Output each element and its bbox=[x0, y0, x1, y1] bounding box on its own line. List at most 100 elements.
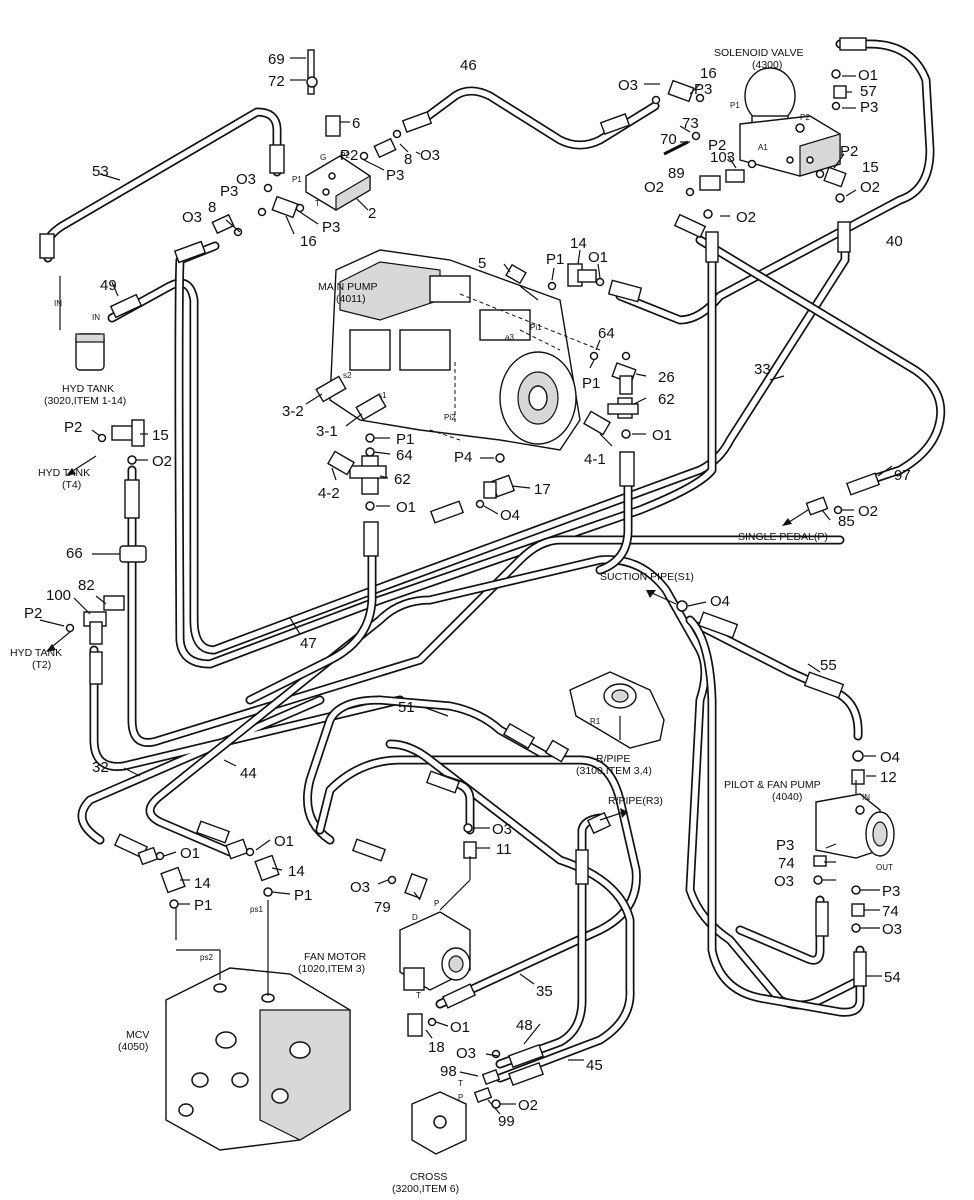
callout: 85 bbox=[838, 513, 855, 530]
callout: 69 bbox=[268, 51, 285, 68]
label-fan-motor-ref: (1020,ITEM 3) bbox=[298, 963, 365, 975]
callout: P3 bbox=[694, 81, 712, 98]
callout: 73 bbox=[682, 115, 699, 132]
callout: O3 bbox=[618, 77, 638, 94]
port-p1-sol: P1 bbox=[730, 101, 740, 110]
pipe-66 bbox=[127, 465, 845, 747]
label-pilot-fan-pump: PILOT & FAN PUMP bbox=[724, 779, 821, 791]
port-in-tank: IN bbox=[54, 299, 62, 308]
callout: P3 bbox=[220, 183, 238, 200]
callout: P1 bbox=[396, 431, 414, 448]
callout: P2 bbox=[64, 419, 82, 436]
callout: O2 bbox=[736, 209, 756, 226]
pipe-45 bbox=[385, 739, 635, 1083]
port-ps1: ps1 bbox=[250, 905, 263, 914]
callout: O1 bbox=[274, 833, 294, 850]
callout: P1 bbox=[194, 897, 212, 914]
callout: 40 bbox=[886, 233, 903, 250]
callout: 35 bbox=[536, 983, 553, 1000]
callout: O4 bbox=[500, 507, 520, 524]
label-r-pipe-r3: R/PIPE(R3) bbox=[608, 795, 663, 807]
port-out-pump: OUT bbox=[876, 863, 893, 872]
tee-62-mid bbox=[349, 455, 387, 495]
clamp-66 bbox=[119, 545, 147, 563]
callout: O3 bbox=[236, 171, 256, 188]
callout: 100 bbox=[46, 587, 71, 604]
label-single-pedal: SINGLE PEDAL(P) bbox=[738, 531, 828, 543]
callout: O2 bbox=[644, 179, 664, 196]
hose-fittings bbox=[39, 37, 881, 1087]
port-g: G bbox=[320, 153, 326, 162]
callout: 64 bbox=[598, 325, 615, 342]
callout: 26 bbox=[658, 369, 675, 386]
callout: O3 bbox=[492, 821, 512, 838]
label-pilot-fan-pump-ref: (4040) bbox=[772, 791, 802, 803]
port-s1: s1 bbox=[378, 391, 387, 400]
port-s2: s2 bbox=[343, 371, 352, 380]
callout: 89 bbox=[668, 165, 685, 182]
callout: P3 bbox=[386, 167, 404, 184]
callout: O1 bbox=[858, 67, 878, 84]
callout: O3 bbox=[182, 209, 202, 226]
callout: 64 bbox=[396, 447, 413, 464]
fitting-82-100 bbox=[83, 595, 125, 645]
callout: 57 bbox=[860, 83, 877, 100]
callout: 2 bbox=[368, 205, 376, 222]
callout: O1 bbox=[588, 249, 608, 266]
callout: P3 bbox=[860, 99, 878, 116]
callout: O3 bbox=[456, 1045, 476, 1062]
callout: 33 bbox=[754, 361, 771, 378]
callout: 6 bbox=[352, 115, 360, 132]
port-pi1: Pi1 bbox=[530, 323, 542, 332]
component-labels: SOLENOID VALVE (4300) MAIN PUMP (4011) H… bbox=[10, 47, 828, 1195]
label-solenoid-valve: SOLENOID VALVE bbox=[714, 47, 803, 59]
fitting-15-left bbox=[111, 419, 145, 447]
label-main-pump-ref: (4011) bbox=[336, 293, 366, 305]
callout: 18 bbox=[428, 1039, 445, 1056]
port-in-tank2: IN bbox=[92, 313, 100, 322]
callout: 62 bbox=[658, 391, 675, 408]
callout: O3 bbox=[350, 879, 370, 896]
port-p1-block: P1 bbox=[292, 175, 302, 184]
callout: 53 bbox=[92, 163, 109, 180]
callout: O1 bbox=[450, 1019, 470, 1036]
callout: 48 bbox=[516, 1017, 533, 1034]
callout: O3 bbox=[774, 873, 794, 890]
arrowheads bbox=[46, 468, 792, 818]
sensor-4-1 bbox=[583, 410, 611, 436]
callout: P1 bbox=[546, 251, 564, 268]
callout: O1 bbox=[180, 845, 200, 862]
callout: 97 bbox=[894, 467, 911, 484]
port-p-cross: P bbox=[458, 1093, 463, 1102]
callout: 72 bbox=[268, 73, 285, 90]
callout: 14 bbox=[288, 863, 305, 880]
label-mcv-ref: (4050) bbox=[118, 1041, 148, 1053]
callout: 32 bbox=[92, 759, 109, 776]
callout: 15 bbox=[152, 427, 169, 444]
elbow-26 bbox=[611, 362, 637, 395]
callout: O1 bbox=[652, 427, 672, 444]
callout: 44 bbox=[240, 765, 257, 782]
callout: 51 bbox=[398, 699, 415, 716]
callout: 15 bbox=[862, 159, 879, 176]
callout: P2 bbox=[840, 143, 858, 160]
port-t-motor: T bbox=[416, 991, 421, 1000]
label-hyd-tank-t2-ref: (T2) bbox=[32, 659, 51, 671]
callout: 3-2 bbox=[282, 403, 304, 420]
callout: 55 bbox=[820, 657, 837, 674]
callout: 12 bbox=[880, 769, 897, 786]
pipe-97 bbox=[735, 895, 825, 965]
label-solenoid-valve-ref: (4300) bbox=[752, 59, 782, 71]
port-a1-sol: A1 bbox=[758, 143, 768, 152]
port-ps2: ps2 bbox=[200, 953, 213, 962]
callout: O3 bbox=[882, 921, 902, 938]
label-hyd-tank-t4-ref: (T4) bbox=[62, 479, 81, 491]
callout: O3 bbox=[420, 147, 440, 164]
label-r-pipe-ref: (3100,ITEM 3,4) bbox=[576, 765, 652, 777]
o-rings bbox=[65, 69, 864, 1109]
cross: T P bbox=[411, 1079, 467, 1155]
port-p-motor: P bbox=[434, 899, 439, 908]
callout: P2 bbox=[24, 605, 42, 622]
port-t-block: T bbox=[315, 199, 320, 208]
